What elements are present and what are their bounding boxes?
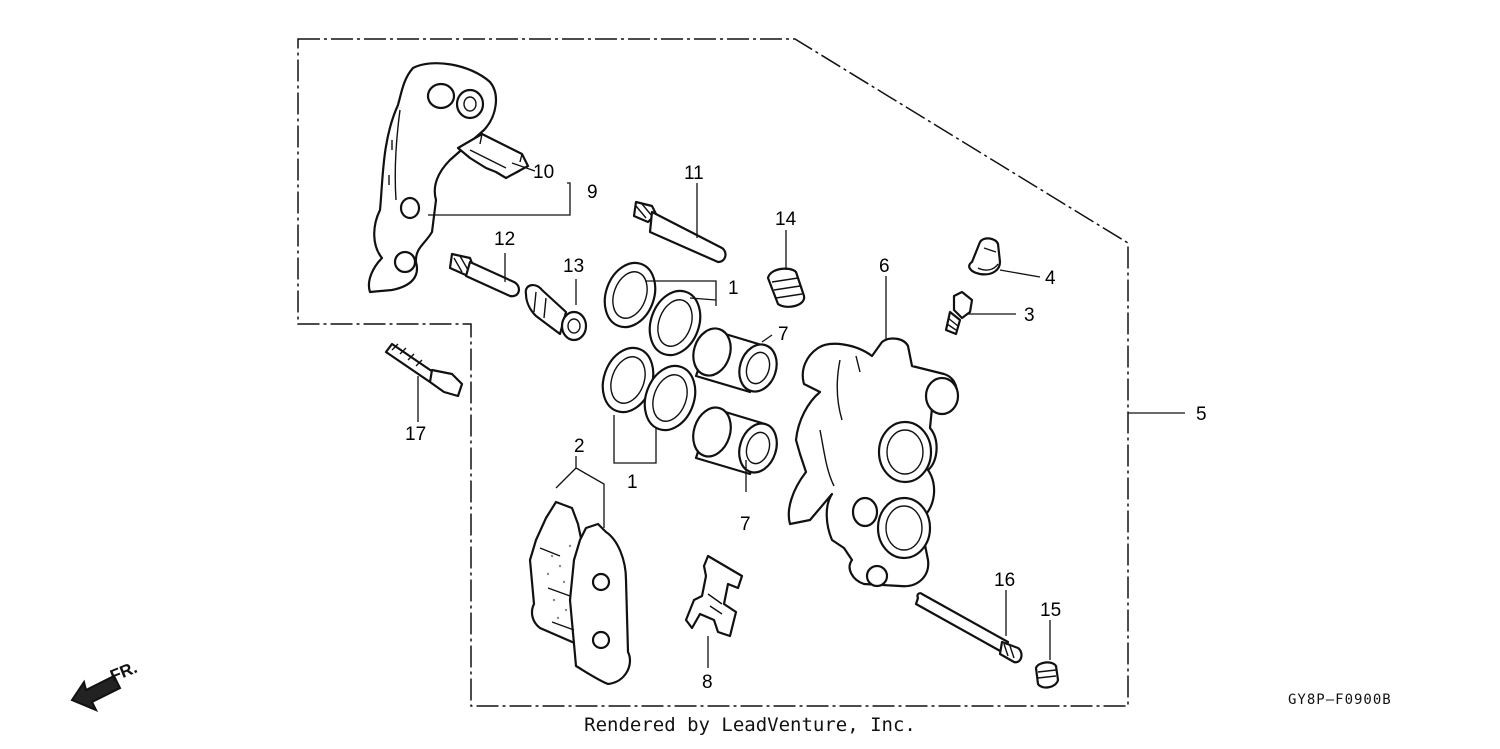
callout-16: 16 bbox=[994, 570, 1015, 591]
part-15-pad-pin-plug[interactable] bbox=[1034, 661, 1060, 689]
part-17-bolt[interactable] bbox=[384, 342, 464, 398]
callout-7-lower: 7 bbox=[740, 514, 751, 535]
part-16-pad-pin[interactable] bbox=[914, 592, 1023, 664]
part-13-pin-boot[interactable] bbox=[524, 284, 588, 342]
part-9-caliper-bracket[interactable] bbox=[367, 62, 498, 294]
callout-7-upper: 7 bbox=[778, 324, 789, 345]
part-11-slide-pin[interactable] bbox=[632, 200, 727, 264]
callout-14: 14 bbox=[775, 209, 797, 230]
front-arrow-icon bbox=[70, 674, 122, 712]
part-14-bleeder-boot[interactable] bbox=[766, 267, 806, 308]
part-8-pad-retainer[interactable] bbox=[684, 554, 744, 638]
assembly-boundary bbox=[297, 38, 1129, 707]
callout-13: 13 bbox=[563, 256, 584, 277]
callout-3: 3 bbox=[1024, 305, 1035, 326]
callout-15: 15 bbox=[1040, 600, 1061, 621]
pad-friction-dots bbox=[546, 544, 572, 620]
callout-11: 11 bbox=[684, 163, 704, 184]
part-7-piston-upper[interactable] bbox=[687, 324, 782, 397]
diagram-code: GY8P–F0900B bbox=[1288, 692, 1392, 708]
front-direction-indicator: FR. bbox=[70, 658, 140, 712]
callout-17: 17 bbox=[405, 424, 426, 445]
callout-12: 12 bbox=[494, 229, 515, 250]
callout-2: 2 bbox=[574, 436, 585, 457]
callout-4: 4 bbox=[1045, 268, 1056, 289]
callout-6: 6 bbox=[879, 256, 890, 277]
part-1-piston-seals-lower[interactable] bbox=[594, 341, 704, 437]
part-10-pad-spring[interactable] bbox=[456, 132, 530, 180]
part-4-bleeder-cap[interactable] bbox=[968, 237, 1002, 276]
callout-9: 9 bbox=[587, 182, 598, 203]
front-direction-label: FR. bbox=[107, 658, 140, 686]
callout-1-upper: 1 bbox=[728, 278, 739, 299]
callout-5: 5 bbox=[1196, 404, 1207, 425]
leader-lines bbox=[417, 162, 1185, 668]
part-7-piston-lower[interactable] bbox=[687, 403, 783, 478]
part-6-caliper-body[interactable] bbox=[787, 337, 960, 588]
part-12-slide-pin[interactable] bbox=[448, 252, 520, 298]
render-credit-footer: Rendered by LeadVenture, Inc. bbox=[584, 714, 916, 736]
callout-10: 10 bbox=[533, 162, 554, 183]
part-1-piston-seals-upper[interactable] bbox=[596, 256, 709, 362]
part-3-bleeder-valve[interactable] bbox=[944, 290, 974, 336]
part-2-brake-pads[interactable] bbox=[528, 500, 632, 686]
callout-1-lower: 1 bbox=[627, 472, 638, 493]
callout-8: 8 bbox=[702, 672, 713, 693]
